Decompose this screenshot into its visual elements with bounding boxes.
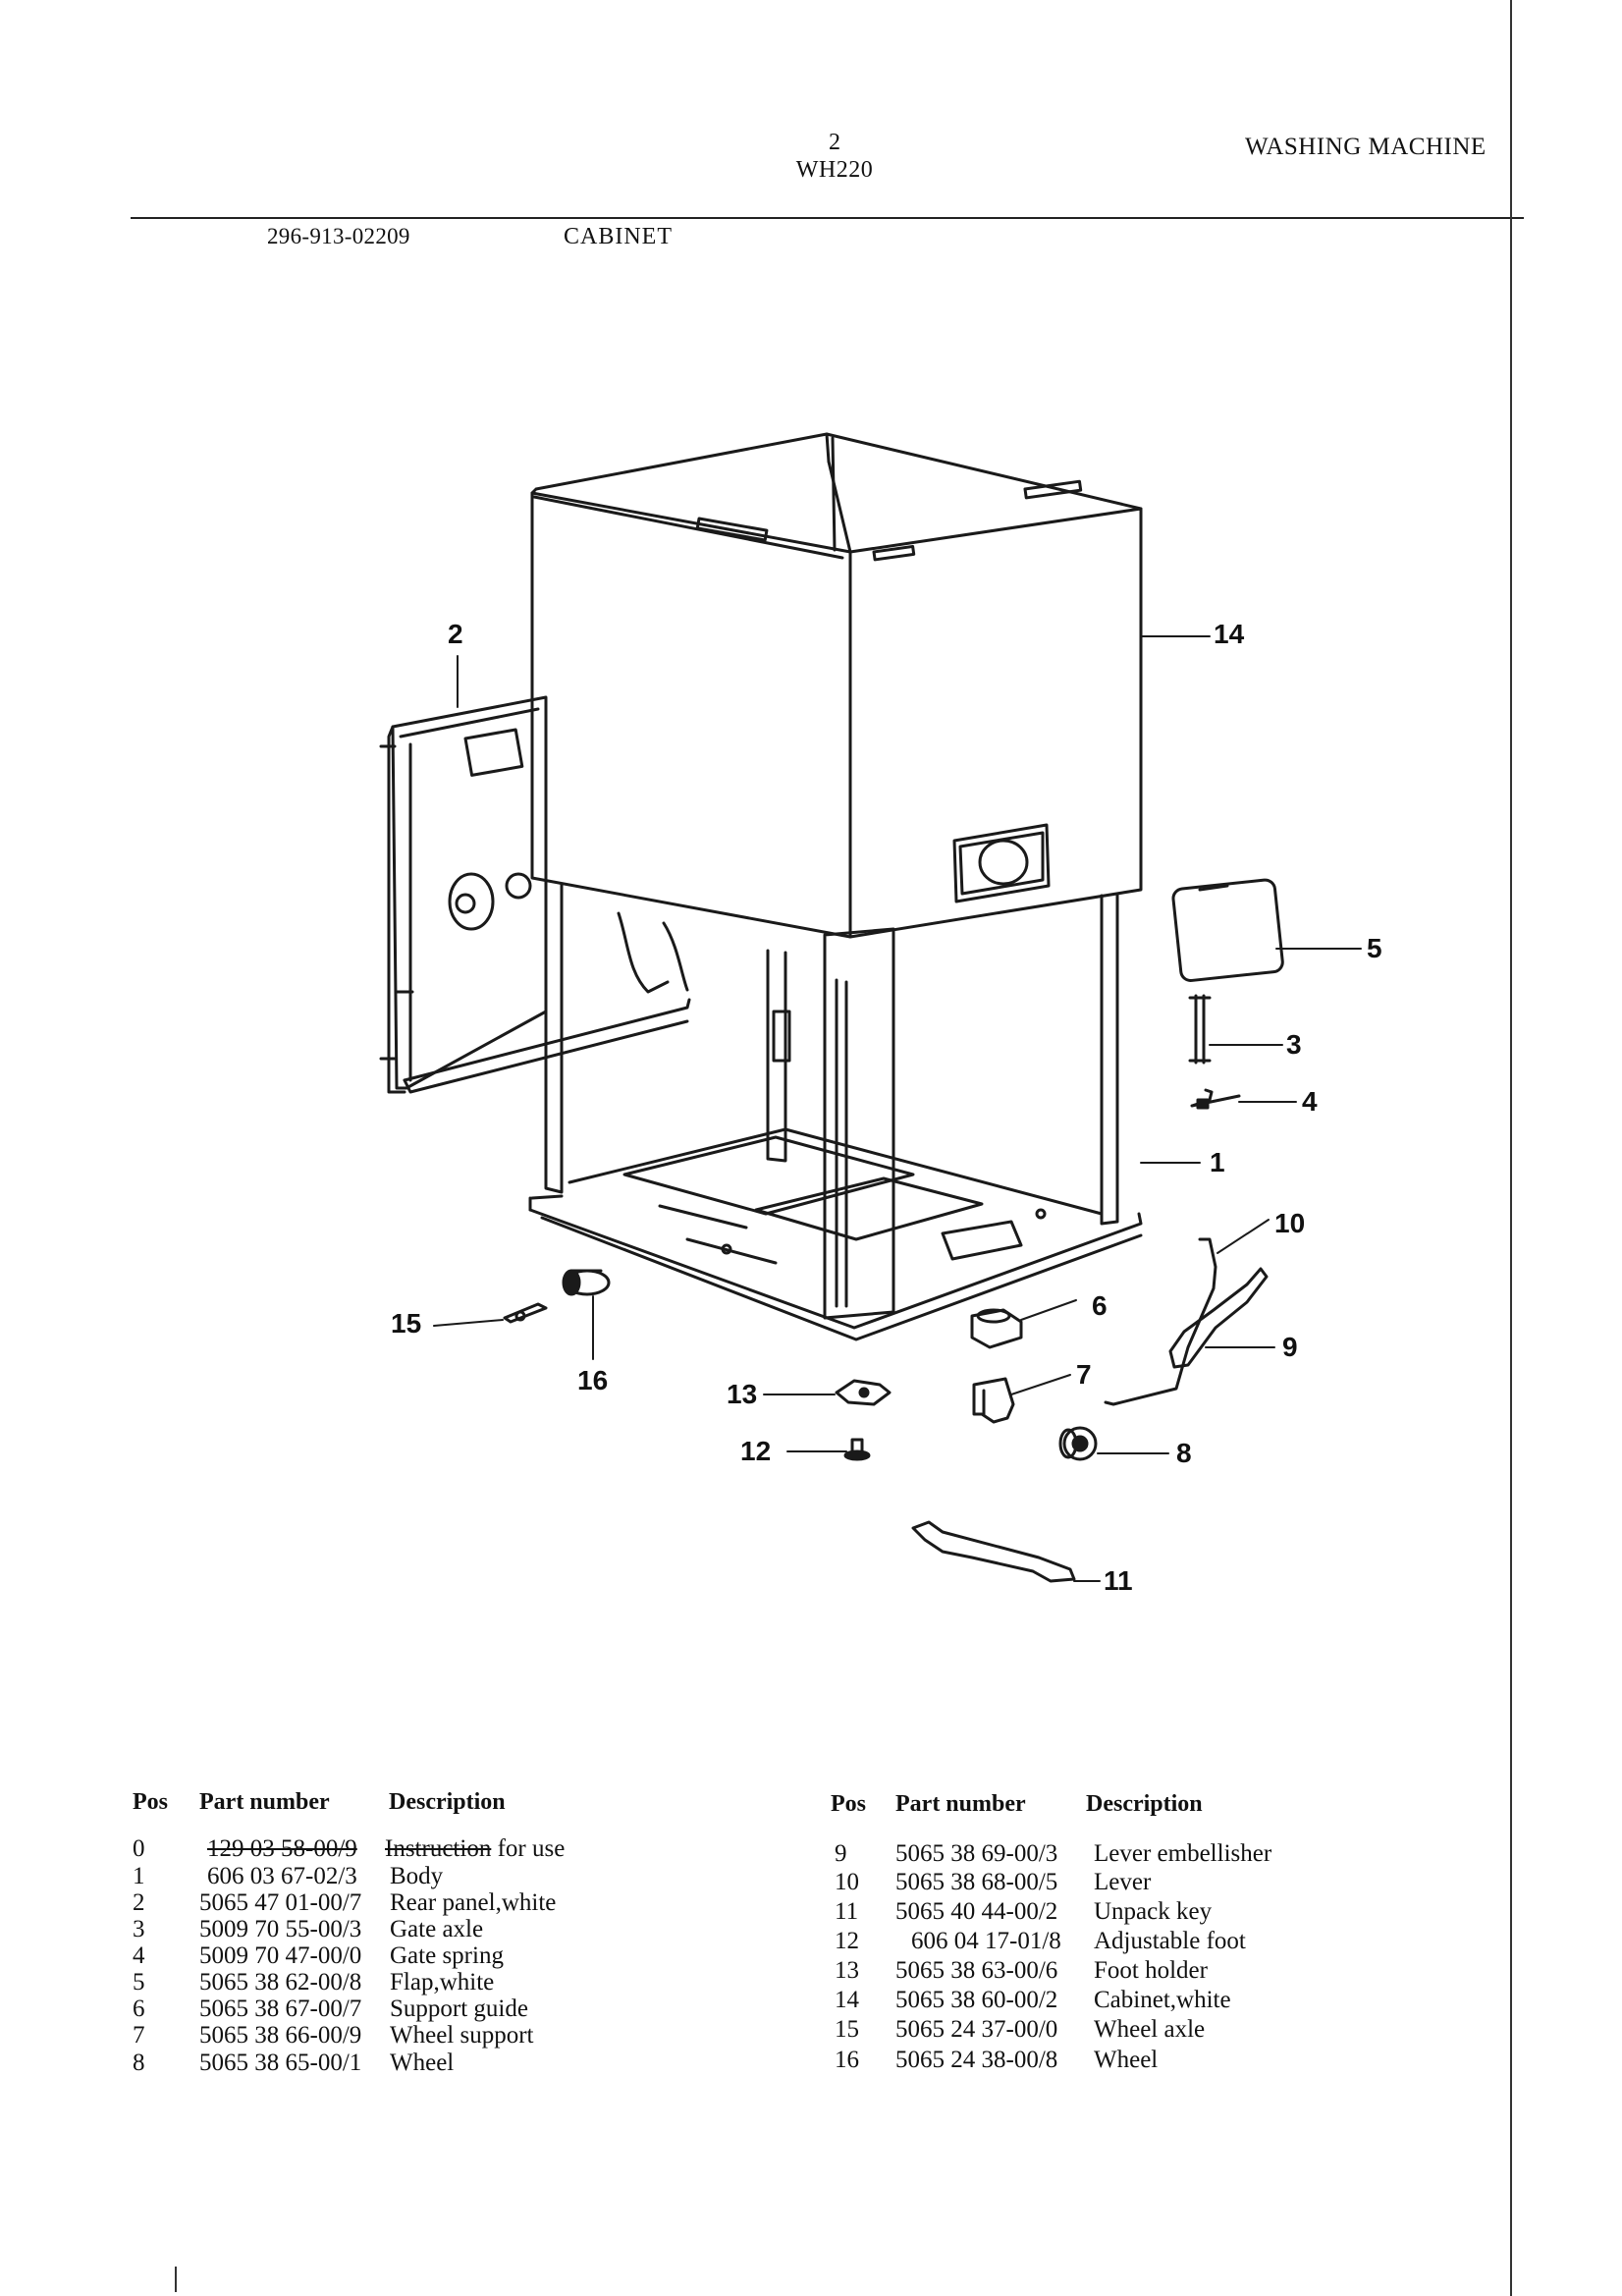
row-part-number: 5065 40 44-00/2 xyxy=(895,1898,1058,1925)
row-description: Unpack key xyxy=(1094,1898,1213,1925)
row-description: Rear panel,white xyxy=(390,1889,557,1916)
page-number: 2 xyxy=(829,130,840,155)
document-number: 296-913-02209 xyxy=(267,224,410,248)
row-part-number: 129 03 58-00/9 xyxy=(207,1835,357,1862)
callout-6: 6 xyxy=(1092,1290,1108,1321)
row-part-number: 5065 38 62-00/8 xyxy=(199,1969,362,1995)
callout-9: 9 xyxy=(1282,1332,1298,1362)
row-pos: 14 xyxy=(835,1987,859,2013)
body-frame-part xyxy=(528,882,1143,1341)
callout-16: 16 xyxy=(577,1365,609,1395)
row-pos: 2 xyxy=(133,1889,145,1916)
row-pos: 10 xyxy=(835,1869,859,1895)
row-description: Gate spring xyxy=(390,1942,504,1969)
callout-12: 12 xyxy=(740,1436,772,1466)
row-pos: 8 xyxy=(133,2050,145,2076)
callout-7: 7 xyxy=(1076,1359,1092,1390)
row-pos: 6 xyxy=(133,1995,145,2022)
callout-leader-lines xyxy=(433,635,1362,1582)
row-pos: 11 xyxy=(835,1898,859,1925)
wheel-part-16 xyxy=(562,1269,611,1296)
document-category: WASHING MACHINE xyxy=(1245,134,1487,160)
gate-spring-part xyxy=(1190,1088,1241,1110)
callout-3: 3 xyxy=(1286,1029,1302,1060)
row-pos: 13 xyxy=(835,1957,859,1984)
row-part-number: 5065 38 60-00/2 xyxy=(895,1987,1058,2013)
support-guide-part xyxy=(970,1308,1023,1349)
wheel-support-part xyxy=(972,1377,1015,1424)
row-description: Cabinet,white xyxy=(1094,1987,1231,2013)
row-part-number: 5065 38 67-00/7 xyxy=(199,1995,362,2022)
unpack-key-part xyxy=(911,1520,1076,1583)
row-description: for use xyxy=(491,1835,566,1862)
row-description: Lever xyxy=(1094,1869,1152,1895)
row-part-number: 5065 38 66-00/9 xyxy=(199,2022,362,2049)
adjustable-foot-part xyxy=(843,1438,871,1461)
model-code: WH220 xyxy=(795,157,874,183)
callout-13: 13 xyxy=(727,1379,758,1409)
callout-15: 15 xyxy=(391,1308,422,1339)
row-description: Wheel support xyxy=(390,2022,534,2049)
row-part-number: 5065 24 38-00/8 xyxy=(895,2047,1058,2073)
callout-11: 11 xyxy=(1104,1565,1133,1596)
header-divider xyxy=(131,217,1524,219)
gate-axle-part xyxy=(1188,994,1212,1065)
row-pos: 0 xyxy=(133,1835,145,1862)
row-part-number: 5065 38 69-00/3 xyxy=(895,1840,1058,1867)
callout-5: 5 xyxy=(1367,933,1382,963)
callout-1: 1 xyxy=(1210,1147,1225,1177)
row-pos: 7 xyxy=(133,2022,145,2049)
header-part-number-right: Part number xyxy=(895,1791,1026,1817)
row-part-number: 606 04 17-01/8 xyxy=(911,1928,1061,1954)
row-part-number: 5065 38 68-00/5 xyxy=(895,1869,1058,1895)
callout-14: 14 xyxy=(1214,619,1245,649)
callout-8: 8 xyxy=(1176,1438,1192,1468)
page-edge-line xyxy=(1510,0,1512,2296)
header-part-number-left: Part number xyxy=(199,1789,330,1815)
row-part-number: 5065 47 01-00/7 xyxy=(199,1889,362,1916)
row-description: Gate axle xyxy=(390,1916,484,1942)
callout-2: 2 xyxy=(448,619,463,649)
row-description: Wheel axle xyxy=(1094,2016,1206,2043)
row-description: Flap,white xyxy=(390,1969,495,1995)
flap-part xyxy=(1171,878,1284,982)
row-part-number: 5065 38 65-00/1 xyxy=(199,2050,362,2076)
row-pos: 12 xyxy=(835,1928,859,1954)
row-description-struck: Instruction xyxy=(385,1835,492,1862)
header-description-right: Description xyxy=(1086,1791,1203,1817)
row-description: Foot holder xyxy=(1094,1957,1208,1984)
callout-10: 10 xyxy=(1274,1208,1306,1238)
row-description: Wheel xyxy=(390,2050,455,2076)
header-pos-left: Pos xyxy=(133,1789,168,1815)
row-pos: 1 xyxy=(133,1863,145,1889)
wheel-axle-part xyxy=(503,1302,548,1324)
row-part-number: 5009 70 47-00/0 xyxy=(199,1942,362,1969)
wheel-part-8 xyxy=(1058,1426,1098,1461)
row-part-number: 5065 24 37-00/0 xyxy=(895,2016,1058,2043)
row-pos: 9 xyxy=(835,1840,847,1867)
row-part-number: 606 03 67-02/3 xyxy=(207,1863,357,1889)
row-description: Adjustable foot xyxy=(1094,1928,1246,1954)
rear-panel-part xyxy=(379,695,691,1094)
row-pos: 4 xyxy=(133,1942,145,1969)
row-description: Support guide xyxy=(390,1995,528,2022)
row-part-number: 5009 70 55-00/3 xyxy=(199,1916,362,1942)
row-pos: 15 xyxy=(835,2016,859,2043)
row-pos: 16 xyxy=(835,2047,859,2073)
row-description: Body xyxy=(390,1863,444,1889)
section-title: CABINET xyxy=(564,224,673,249)
callout-4: 4 xyxy=(1302,1086,1318,1117)
header-pos-right: Pos xyxy=(831,1791,866,1817)
row-part-number: 5065 38 63-00/6 xyxy=(895,1957,1058,1984)
header-description-left: Description xyxy=(389,1789,506,1815)
row-pos: 3 xyxy=(133,1916,145,1942)
row-description: Lever embellisher xyxy=(1094,1840,1272,1867)
lever-embellisher-part xyxy=(1168,1267,1269,1369)
scan-edge-mark xyxy=(175,2267,177,2292)
foot-holder-part xyxy=(835,1379,892,1406)
row-description: Wheel xyxy=(1094,2047,1159,2073)
row-pos: 5 xyxy=(133,1969,145,1995)
cabinet-part xyxy=(530,432,1143,939)
